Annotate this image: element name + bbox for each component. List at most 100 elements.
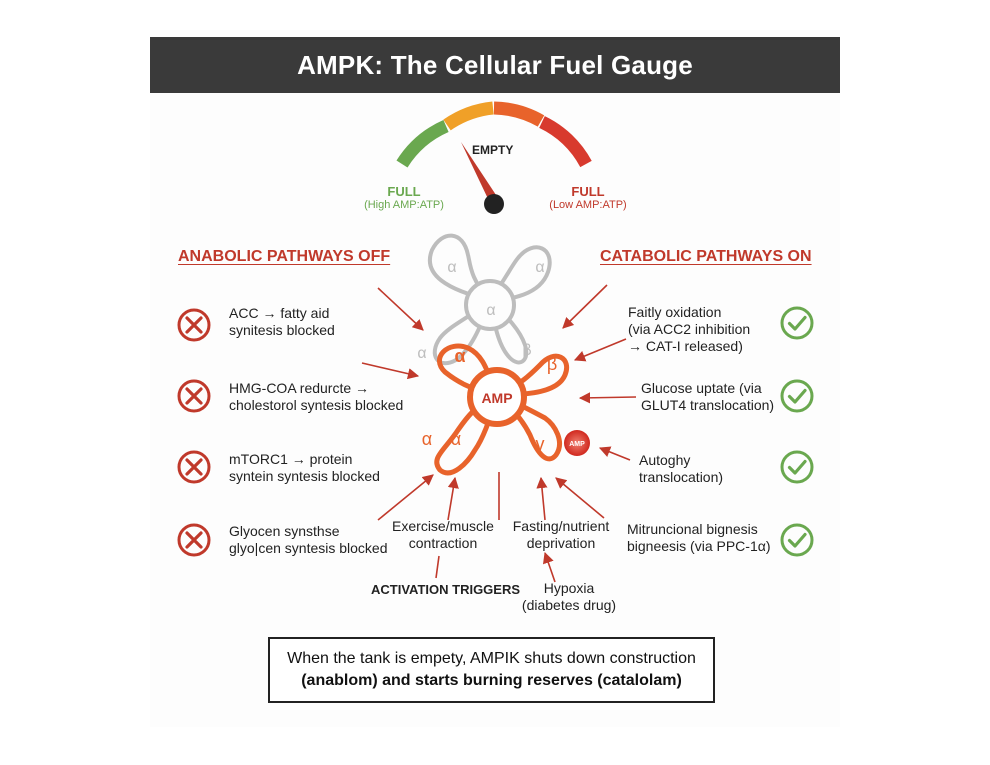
trigger-line1: Fasting/nutrient [512, 518, 610, 534]
active-subunit-label: β [547, 354, 557, 374]
trigger-exercise: Exercise/muscle contraction [385, 518, 501, 552]
arrow [562, 284, 608, 329]
inactive-labels: α α α α β [417, 259, 544, 362]
gauge-left-label: FULL (High AMP:ATP) [356, 184, 452, 211]
check-circle-icon [780, 450, 814, 484]
catabolic-item: Faitly oxidation (via ACC2 inhibition → … [628, 304, 750, 355]
inactive-subunit-label: α [535, 259, 544, 276]
active-labels: α β α α γ AMP [422, 346, 557, 454]
alpha-subunit-arm [437, 343, 500, 398]
catabolic-item-line1: Faitly oxidation [628, 304, 722, 320]
gauge-green-segment [396, 120, 449, 168]
arrow [578, 392, 637, 404]
arrow [377, 474, 434, 521]
trigger-lines [435, 472, 500, 579]
gauge-right-sub: (Low AMP:ATP) [549, 199, 627, 211]
arrow [536, 476, 548, 521]
arrow [377, 287, 424, 331]
catabolic-item: Mitruncional bignesis bigneesis (via PPC… [627, 521, 770, 555]
inactive-subunit-label: α [486, 302, 495, 319]
gauge-orange-segment [493, 101, 545, 127]
inactive-subunit-arm [488, 245, 552, 302]
trigger-hypoxia: Hypoxia (diabetes drug) [510, 580, 628, 614]
anabolic-item-line2: syntein syntesis blocked [229, 468, 380, 484]
gauge-yellow-segment [443, 101, 494, 131]
summary-box: When the tank is empety, AMPIK shuts dow… [268, 637, 715, 703]
catabolic-item-line3: → CAT-I released) [628, 338, 743, 354]
catabolic-item-line2: translocation) [639, 469, 724, 485]
trigger-line2: contraction [408, 535, 478, 551]
inactive-subunit-label: α [417, 345, 426, 362]
trigger-line2: deprivation [526, 535, 596, 551]
fuel-gauge [396, 101, 592, 214]
inactive-core [464, 279, 516, 331]
inactive-subunit-label: α [447, 259, 456, 276]
arrow [555, 477, 605, 519]
catabolic-item: Autoghy translocation) [639, 452, 723, 486]
x-circle-icon [177, 308, 211, 342]
catabolic-heading: CATABOLIC PATHWAYS ON [600, 248, 812, 265]
gauge-left-title: FULL [387, 184, 421, 199]
page-title: AMPK: The Cellular Fuel Gauge [297, 49, 693, 80]
amp-badge-circle [564, 430, 590, 456]
title-bar: AMPK: The Cellular Fuel Gauge [150, 37, 840, 93]
amp-core-circle [467, 367, 527, 427]
anabolic-item-line2: cholestorol syntesis blocked [229, 397, 404, 413]
gauge-left-sub: (High AMP:ATP) [364, 199, 444, 211]
trigger-line2: (diabetes drug) [521, 597, 617, 613]
anabolic-item-line1: mTORC1 → protein [229, 451, 353, 467]
activation-triggers-heading: ACTIVATION TRIGGERS [371, 582, 521, 597]
arrow [598, 446, 631, 461]
x-circle-icon [177, 450, 211, 484]
amp-core-label: AMP [481, 390, 512, 406]
inactive-subunit-arm [427, 233, 492, 302]
arrow [361, 362, 420, 380]
anabolic-item-line2: synitesis blocked [229, 322, 335, 338]
trigger-line [435, 555, 440, 579]
catabolic-item-line1: Glucose uptate (via [641, 380, 762, 396]
arrow [542, 551, 556, 583]
active-subunit-label: γ [536, 434, 545, 454]
catabolic-item-line1: Mitruncional bignesis [627, 521, 758, 537]
gauge-right-label: FULL (Low AMP:ATP) [540, 184, 636, 211]
catabolic-item-line2: GLUT4 translocation) [641, 397, 775, 413]
check-circle-icon [780, 523, 814, 557]
arrow [447, 476, 459, 521]
active-subunit-label: α [422, 429, 432, 449]
gauge-right-title: FULL [571, 184, 605, 199]
beta-subunit-arm [496, 353, 570, 398]
summary-line2: (anablom) and starts burning reserves (c… [301, 672, 682, 689]
arrow [573, 338, 627, 362]
anabolic-item-line2: glyo|cen syntesis blocked [229, 540, 388, 556]
active-subunit-label: α [451, 429, 461, 449]
amp-badge-label: AMP [569, 441, 585, 448]
anabolic-heading: ANABOLIC PATHWAYS OFF [178, 248, 391, 265]
catabolic-item: Glucose uptate (via GLUT4 translocation) [641, 380, 774, 414]
inactive-subunit-arm [432, 298, 492, 366]
x-circle-icon [177, 523, 211, 557]
summary-line1: When the tank is empety, AMPIK shuts dow… [287, 650, 696, 667]
inactive-subunit-label: β [522, 342, 531, 359]
anabolic-item-line1: HMG-COA redurcte → [229, 380, 370, 396]
anabolic-item: HMG-COA redurcte → cholestorol syntesis … [229, 380, 403, 414]
catabolic-item-line2: (via ACC2 inhibition [628, 321, 751, 337]
catabolic-item-line1: Autoghy [639, 452, 691, 468]
inactive-ampk-molecule [427, 233, 552, 366]
trigger-fasting: Fasting/nutrient deprivation [503, 518, 619, 552]
gauge-red-segment [539, 116, 592, 168]
gamma-subunit-arm [495, 392, 562, 462]
amp-badge: AMP [564, 430, 590, 456]
alpha-subunit-arm-lower [434, 392, 500, 476]
catabolic-item-line2: bigneesis (via PPC-1α) [627, 538, 771, 554]
active-subunit-label: α [454, 346, 465, 366]
gauge-pivot [484, 194, 504, 214]
anabolic-item: Glyocen synsthse glyo|cen syntesis block… [229, 523, 388, 557]
check-circle-icon [780, 379, 814, 413]
active-ampk-molecule [434, 343, 570, 476]
anabolic-item: mTORC1 → protein syntein syntesis blocke… [229, 451, 380, 485]
anabolic-item-line1: ACC → fatty aid [229, 305, 330, 321]
anabolic-item: ACC → fatty aid synitesis blocked [229, 305, 335, 339]
gauge-needle [461, 142, 498, 203]
anabolic-item-line1: Glyocen synsthse [229, 523, 340, 539]
